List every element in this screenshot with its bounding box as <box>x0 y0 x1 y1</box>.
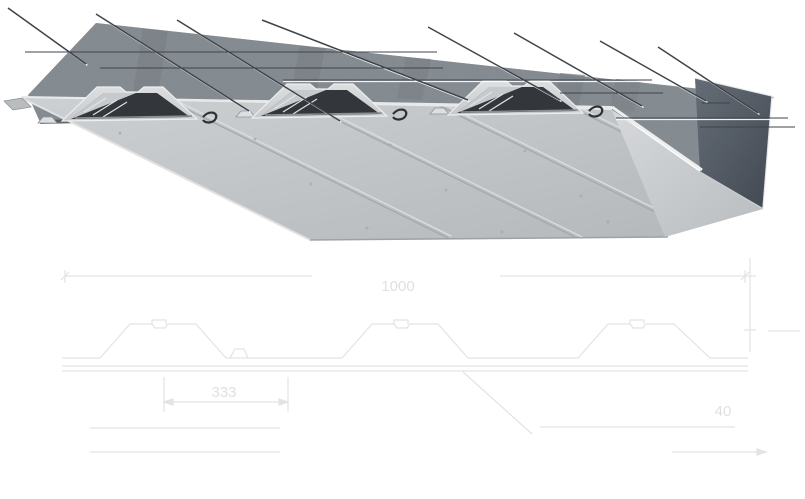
cross-section-drawing: 1000 333 40 <box>60 258 800 456</box>
profile-top-sheet <box>62 319 748 359</box>
panel-rib <box>60 86 199 122</box>
side-lock-tab <box>3 97 32 111</box>
dim-overall-width-label: 1000 <box>381 278 414 295</box>
leader-lines <box>7 7 795 128</box>
insulation-top-surface <box>28 23 774 171</box>
dim-right-thickness <box>672 258 800 456</box>
dim-rib-height-label: 40 <box>715 403 732 420</box>
panel-underside-face <box>21 97 669 241</box>
profile-bottom-sheet <box>62 365 748 372</box>
dim-module <box>162 377 290 412</box>
dim-module-label: 333 <box>211 384 236 401</box>
seam-curls <box>202 105 604 124</box>
panel-rib <box>250 83 389 119</box>
micro-rib-bumps <box>37 107 450 124</box>
annotation-slope-leader <box>462 371 735 435</box>
annotation-lines-left <box>90 427 280 453</box>
panel-3d-render <box>3 7 795 241</box>
underside-grooves <box>169 98 668 240</box>
leader-line-diagonals <box>7 7 759 122</box>
leader-line-horizontals <box>25 51 795 128</box>
